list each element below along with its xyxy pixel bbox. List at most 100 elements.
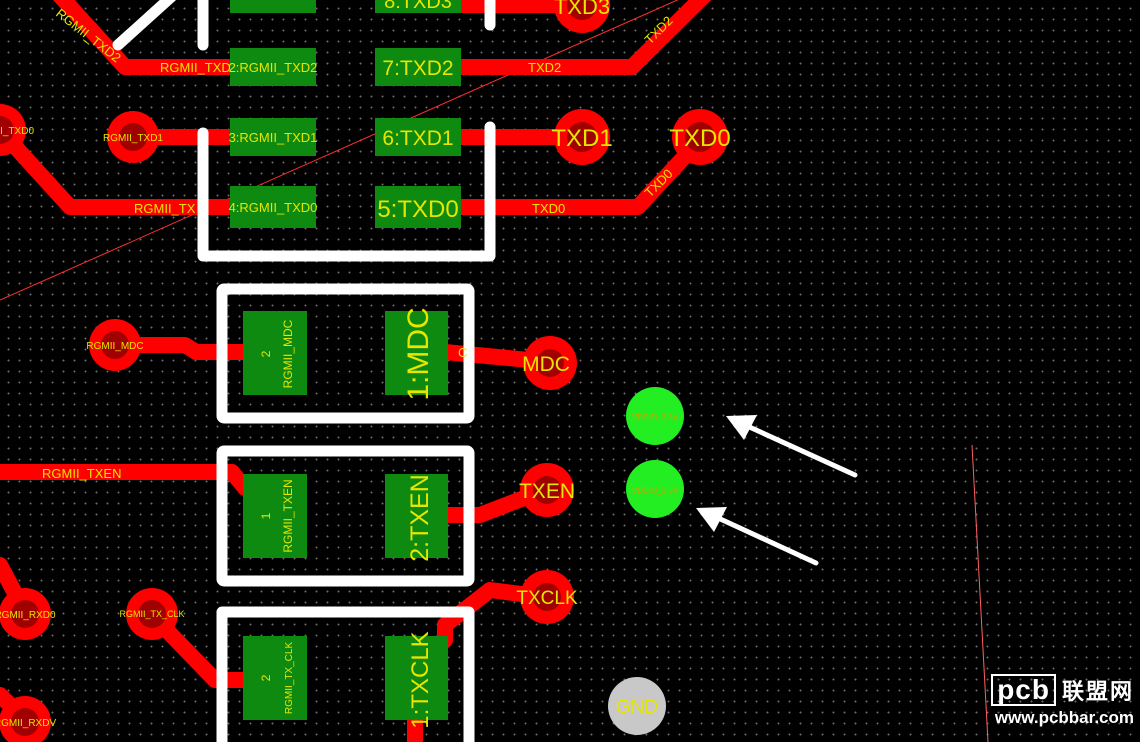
via-rgmii-mdc[interactable]: RGMII_MDC bbox=[86, 319, 144, 371]
trace-labels: RGMII_TXD2 RGMII_TXD2 RGMII_TX TXD2 TXD2… bbox=[42, 6, 676, 481]
component-outline-txclk bbox=[216, 606, 475, 742]
component-mdc: 2 RGMII_MDC 1:MDC bbox=[243, 307, 448, 401]
via-rgmii-rxd0[interactable]: RGMII_RXD0 bbox=[0, 588, 56, 640]
pad-ra-8[interactable] bbox=[375, 0, 461, 13]
via-label: VDDIO_3.3V bbox=[632, 413, 679, 422]
via-txen[interactable]: TXEN bbox=[519, 463, 575, 517]
via-label: TXCLK bbox=[516, 588, 578, 609]
pad-label: 7:TXD2 bbox=[382, 57, 453, 80]
via-rgmii-txd0[interactable]: RGMII_TXD0 bbox=[0, 104, 34, 156]
pad-label: 3:RGMII_TXD1 bbox=[229, 130, 318, 145]
via-label: RGMII_TXD0 bbox=[0, 126, 34, 137]
pad-mdc-2[interactable] bbox=[243, 311, 307, 395]
via-rgmii-txd1[interactable]: RGMII_TXD1 bbox=[103, 111, 163, 163]
pad-label: RGMII_TXEN bbox=[281, 479, 295, 552]
via-label: TXD1 bbox=[551, 125, 612, 152]
pad-txclk-1[interactable] bbox=[385, 636, 448, 720]
watermark-name: 联盟网 bbox=[1061, 679, 1134, 704]
pad-ra-7[interactable] bbox=[375, 48, 461, 86]
trace-rgmii-tx-clk[interactable] bbox=[144, 607, 253, 688]
silkscreen-diagonal bbox=[112, 0, 177, 51]
trace-rgmii-txen[interactable] bbox=[0, 464, 253, 496]
pad-label: 8:TXD3 bbox=[384, 0, 452, 13]
arrow-icon bbox=[713, 514, 819, 566]
arrow-head-icon bbox=[726, 415, 757, 440]
pad-label: 2 bbox=[259, 350, 273, 357]
traces bbox=[0, 0, 720, 742]
via-rgmii-tx-clk[interactable]: RGMII_TX_CLK bbox=[119, 588, 185, 640]
watermark: pcb 联盟网 www.pcbbar.com bbox=[991, 674, 1134, 728]
via-label: TXEN bbox=[519, 480, 575, 503]
pad-label: 1:MDC bbox=[402, 307, 435, 400]
component-outline-txen bbox=[216, 445, 475, 587]
resistor-array-outline bbox=[197, 121, 496, 262]
via-label: GND bbox=[616, 697, 658, 718]
trace-rgmii-txd0[interactable] bbox=[0, 122, 240, 215]
trace-label: C bbox=[458, 345, 467, 360]
trace-label: RGMII_TXD2 bbox=[160, 60, 238, 75]
pad-label: 2:RGMII_TXD2 bbox=[229, 60, 318, 75]
via-label: RGMII_MDC bbox=[86, 341, 143, 352]
via-label: RGMII_TXD1 bbox=[103, 133, 163, 144]
silkscreen bbox=[112, 0, 496, 742]
pad-ra-1-left[interactable] bbox=[230, 0, 316, 13]
trace-rgmii-txd2[interactable] bbox=[0, 0, 240, 75]
pad-ra-5[interactable] bbox=[375, 186, 461, 228]
arrow-head-icon bbox=[696, 507, 727, 532]
via-gnd[interactable]: GND bbox=[608, 677, 666, 735]
annotation-arrows bbox=[696, 415, 858, 566]
vias: TXD3 TXD1 TXD0 RGMII_TXD1 RGMII_TXD0 RGM… bbox=[0, 0, 731, 742]
via-txclk[interactable]: TXCLK bbox=[516, 570, 578, 624]
via-label: TXD3 bbox=[554, 0, 610, 19]
pad-label: RGMII_TX_CLK bbox=[284, 642, 295, 715]
pad-ra-4[interactable] bbox=[230, 186, 316, 228]
trace-label: RGMII_TXD2 bbox=[53, 6, 124, 66]
pad-mdc-1[interactable] bbox=[385, 311, 448, 395]
pad-label: 1:TXCLK bbox=[407, 631, 434, 728]
pad-label: 6:TXD1 bbox=[382, 127, 453, 150]
pad-label: 4:RGMII_TXD0 bbox=[229, 200, 318, 215]
pad-txen-1[interactable] bbox=[243, 474, 307, 558]
component-outline-mdc bbox=[216, 283, 475, 424]
trace-txd2[interactable] bbox=[452, 0, 720, 75]
via-label: RGMII_RXDV bbox=[0, 718, 56, 729]
via-label: MDC bbox=[522, 353, 570, 376]
pad-ra-6[interactable] bbox=[375, 118, 461, 156]
watermark-logo: pcb 联盟网 bbox=[991, 674, 1134, 706]
via-label: RGMII_TX_CLK bbox=[119, 609, 184, 619]
watermark-url: www.pcbbar.com bbox=[994, 708, 1134, 727]
via-txd3[interactable]: TXD3 bbox=[554, 0, 610, 33]
via-mdc[interactable]: MDC bbox=[522, 336, 577, 390]
via-vddio-2[interactable]: VDDIO_3.3V bbox=[626, 460, 684, 518]
arrow-icon bbox=[742, 422, 858, 478]
component-txclk: 2 RGMII_TX_CLK 1:TXCLK bbox=[243, 631, 448, 729]
pad-txclk-2[interactable] bbox=[243, 636, 307, 720]
via-label: TXD0 bbox=[669, 125, 730, 152]
via-vddio-1[interactable]: VDDIO_3.3V bbox=[626, 387, 684, 445]
pad-ra-3[interactable] bbox=[230, 118, 316, 156]
trace-txd0[interactable] bbox=[452, 132, 708, 215]
trace-label: RGMII_TXEN bbox=[42, 466, 121, 481]
ratsnest-line bbox=[0, 0, 679, 301]
trace-label: TXD2 bbox=[528, 60, 561, 75]
pad-label: RGMII_MDC bbox=[281, 319, 295, 388]
pad-label: 2 bbox=[259, 674, 273, 681]
via-txd0[interactable]: TXD0 bbox=[669, 109, 731, 165]
via-txd1[interactable]: TXD1 bbox=[551, 109, 613, 165]
pad-txen-2[interactable] bbox=[385, 474, 448, 558]
via-rgmii-rxdv[interactable]: RGMII_RXDV bbox=[0, 696, 56, 742]
watermark-logo-text: pcb bbox=[991, 674, 1056, 706]
trace-label: TXD0 bbox=[532, 201, 565, 216]
resistor-array: 8:TXD3 2:RGMII_TXD2 7:TXD2 3:RGMII_TXD1 … bbox=[229, 0, 461, 228]
trace-label: RGMII_TX bbox=[134, 201, 196, 216]
ratsnest-line bbox=[971, 444, 989, 742]
via-label: VDDIO_3.3V bbox=[632, 486, 679, 495]
pad-label: 5:TXD0 bbox=[377, 196, 458, 223]
pad-label: 1 bbox=[259, 512, 273, 519]
component-txen: 1 RGMII_TXEN 2:TXEN bbox=[243, 474, 448, 562]
via-label: RGMII_RXD0 bbox=[0, 610, 56, 621]
pad-label: 2:TXEN bbox=[406, 474, 434, 562]
pad-ra-2[interactable] bbox=[230, 48, 316, 86]
